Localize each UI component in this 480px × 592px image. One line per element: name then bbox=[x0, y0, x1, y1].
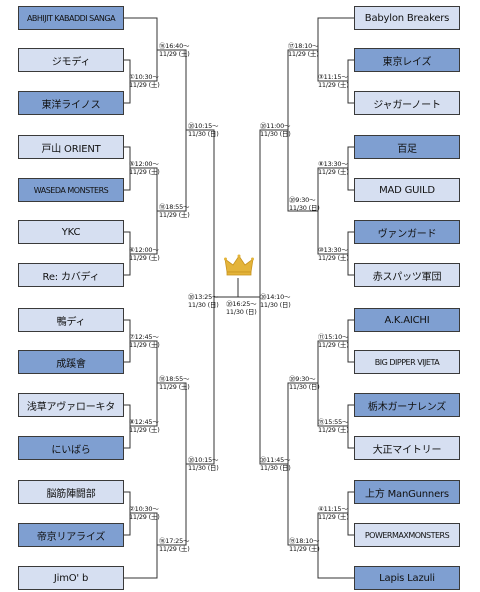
match-schedule: ④11:15～11/29 (土) bbox=[318, 505, 349, 521]
match-schedule: ⑥12:00～11/29 (土) bbox=[129, 246, 160, 262]
team-right-7: 赤スパッツ軍団 bbox=[354, 263, 460, 287]
team-left-6: YKC bbox=[18, 220, 124, 244]
team-right-2: 東京レイズ bbox=[354, 48, 460, 72]
team-right-13: POWERMAXMONSTERS bbox=[354, 523, 460, 547]
team-right-12: 上方 ManGunners bbox=[354, 480, 460, 504]
match-schedule: ⑱18:55～11/29 (土) bbox=[159, 375, 190, 391]
match-schedule: ②10:30～11/29 (土) bbox=[129, 505, 160, 521]
team-left-11: にいばら bbox=[18, 436, 124, 460]
team-left-2: ジモディ bbox=[18, 48, 124, 72]
team-left-12: 脳筋陣闘部 bbox=[18, 480, 124, 504]
team-right-14: Lapis Lazuli bbox=[354, 566, 460, 590]
match-schedule: ⑯16:40～11/29 (土) bbox=[159, 42, 190, 58]
match-schedule: ⑲18:10～11/29 (土) bbox=[289, 537, 320, 553]
match-schedule: ⑧12:45～11/29 (土) bbox=[129, 418, 160, 434]
team-right-1: Babylon Breakers bbox=[354, 6, 460, 30]
team-left-9: 成蹊會 bbox=[18, 350, 124, 374]
team-right-5: MAD GUILD bbox=[354, 178, 460, 202]
match-schedule: ⑳13:25～11/30 (日) bbox=[188, 293, 219, 309]
team-left-4: 戸山 ORIENT bbox=[18, 135, 124, 159]
team-left-1: ABHIJIT KABADDI SANGA bbox=[18, 6, 124, 30]
match-schedule: ⑳11:00～11/30 (日) bbox=[260, 122, 291, 138]
match-schedule: ③11:15～11/29 (土) bbox=[318, 73, 349, 89]
match-schedule: ⑦12:45～11/29 (土) bbox=[129, 333, 160, 349]
team-right-4: 百足 bbox=[354, 135, 460, 159]
team-right-8: A.K.AICHI bbox=[354, 308, 460, 332]
team-right-3: ジャガーノート bbox=[354, 91, 460, 115]
team-left-10: 浅草アヴァローキタ bbox=[18, 393, 124, 417]
match-schedule: ①10:30～11/29 (土) bbox=[129, 73, 160, 89]
team-left-8: 鴨ディ bbox=[18, 308, 124, 332]
match-schedule: ⑳11:45～11/30 (日) bbox=[260, 456, 291, 472]
match-schedule: ⑧13:30～11/29 (土) bbox=[318, 160, 349, 176]
team-right-9: BIG DIPPER VIJETA bbox=[354, 350, 460, 374]
match-schedule: ⑤12:00～11/29 (土) bbox=[129, 160, 160, 176]
team-left-7: Re: カバディ bbox=[18, 263, 124, 287]
match-schedule: ⑯17:25～11/29 (土) bbox=[159, 537, 190, 553]
team-left-3: 東洋ライノス bbox=[18, 91, 124, 115]
team-right-10: 栃木ガーナレンズ bbox=[354, 393, 460, 417]
team-right-11: 大正マイトリー bbox=[354, 436, 460, 460]
team-left-5: WASEDA MONSTERS bbox=[18, 178, 124, 202]
final-schedule: ⑳16:25～11/30 (日) bbox=[226, 300, 257, 316]
match-schedule: ⑳10:15～11/30 (日) bbox=[188, 122, 219, 138]
team-right-6: ヴァンガード bbox=[354, 220, 460, 244]
team-left-13: 帝京リアライズ bbox=[18, 523, 124, 547]
match-schedule: ⑳9:30～11/30 (日) bbox=[289, 375, 320, 391]
match-schedule: ⑩13:30～11/29 (土) bbox=[318, 246, 349, 262]
match-schedule: ⑰18:10～11/29 (土) bbox=[288, 42, 319, 58]
match-schedule: ⑪15:10～11/29 (土) bbox=[318, 333, 349, 349]
match-schedule: ⑳9:30～11/30 (日) bbox=[289, 196, 320, 212]
match-schedule: ⑳10:15～11/30 (日) bbox=[188, 456, 219, 472]
match-schedule: ⑱18:55～11/29 (土) bbox=[159, 203, 190, 219]
match-schedule: ⑮15:55～11/29 (土) bbox=[318, 418, 349, 434]
match-schedule: ⑳14:10～11/30 (日) bbox=[260, 293, 291, 309]
crown-icon bbox=[224, 254, 254, 276]
team-left-14: JimO' b bbox=[18, 566, 124, 590]
